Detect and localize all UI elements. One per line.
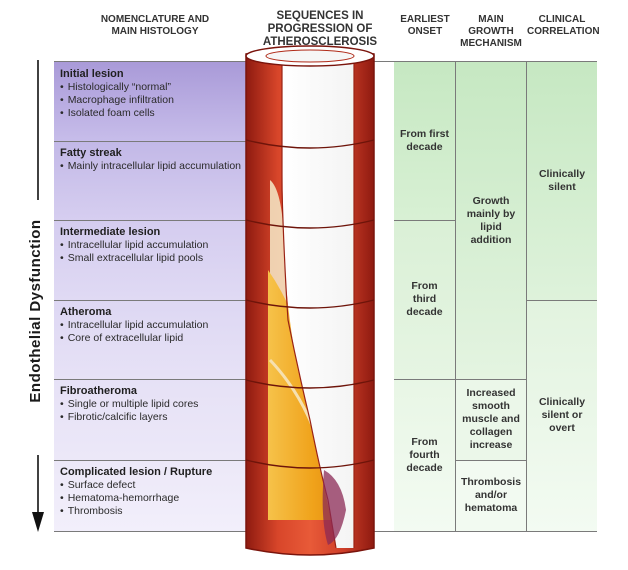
stage-item: Histologically “normal”	[60, 81, 244, 94]
stage-item: Surface defect	[60, 479, 244, 492]
stage-fibroatheroma: Fibroatheroma Single or multiple lipid c…	[54, 379, 250, 460]
onset-first-decade: From first decade	[394, 62, 455, 220]
stage-intermediate-lesion: Intermediate lesion Intracellular lipid …	[54, 220, 250, 300]
onset-fourth-decade: From fourth decade	[394, 379, 455, 531]
header-sequences: SEQUENCES IN PROGRESSION OF ATHEROSCLERO…	[262, 10, 378, 48]
stage-item: Thrombosis	[60, 505, 244, 518]
segment-rings	[245, 139, 375, 469]
thrombus	[322, 470, 346, 545]
onset-text: From fourth decade	[406, 435, 443, 474]
stage-item: Small extracellular lipid pools	[60, 252, 244, 265]
stage-title: Atheroma	[60, 306, 112, 318]
growth-text: Increased smooth muscle and collagen inc…	[462, 387, 520, 451]
stage-item: Single or multiple lipid cores	[60, 398, 244, 411]
growth-text: Growth mainly by lipid addition	[466, 194, 516, 246]
stage-item: Intracellular lipid accumulation	[60, 319, 244, 332]
grid-line	[456, 460, 526, 461]
grid-line	[54, 379, 250, 380]
stage-item: Core of extracellular lipid	[60, 332, 244, 345]
grid-line	[54, 220, 250, 221]
growth-lipid-addition: Growth mainly by lipid addition	[456, 62, 526, 379]
grid-line	[394, 220, 455, 221]
onset-text: From first decade	[400, 128, 450, 153]
clinical-silent: Clinically silent	[527, 62, 597, 300]
onset-third-decade: From third decade	[394, 220, 455, 379]
grid-line	[54, 460, 250, 461]
clinical-silent-or-overt: Clinically silent or overt	[527, 300, 597, 531]
artery-illustration	[245, 45, 375, 556]
stage-item: Mainly intracellular lipid accumulation	[60, 160, 244, 173]
vessel-lumen	[282, 58, 354, 548]
down-arrow-icon	[32, 60, 44, 532]
stage-title: Fatty streak	[60, 147, 122, 159]
stage-item: Hematoma-hemorrhage	[60, 492, 244, 505]
stage-title: Intermediate lesion	[60, 226, 161, 238]
stage-atheroma: Atheroma Intracellular lipid accumulatio…	[54, 300, 250, 379]
grid-line	[527, 300, 597, 301]
onset-text: From third decade	[406, 280, 443, 318]
header-clinical: CLINICAL CORRELATION	[527, 14, 600, 37]
stage-title: Complicated lesion / Rupture	[60, 466, 213, 478]
grid-line	[54, 300, 250, 301]
clinical-text: Clinically silent or overt	[538, 396, 586, 434]
stage-item: Fibrotic/calcific layers	[60, 411, 244, 424]
grid-line	[394, 379, 526, 380]
stage-initial-lesion: Initial lesion Histologically “normal” M…	[54, 62, 250, 141]
growth-thrombosis: Thrombosis and/or hematoma	[456, 460, 526, 531]
grid-line	[455, 61, 456, 532]
stage-title: Initial lesion	[60, 68, 124, 80]
stage-item: Intracellular lipid accumulation	[60, 239, 244, 252]
stage-title: Fibroatheroma	[60, 385, 138, 397]
stage-fatty-streak: Fatty streak Mainly intracellular lipid …	[54, 141, 250, 220]
header-growth: MAIN GROWTH MECHANISM	[460, 14, 522, 49]
stage-item: Isolated foam cells	[60, 107, 244, 120]
stage-item: Macrophage infiltration	[60, 94, 244, 107]
stage-complicated-lesion: Complicated lesion / Rupture Surface def…	[54, 460, 250, 531]
header-nomenclature: NOMENCLATURE AND MAIN HISTOLOGY	[100, 14, 210, 37]
grid-line	[526, 61, 527, 532]
grid-line	[54, 141, 250, 142]
growth-text: Thrombosis and/or hematoma	[460, 476, 522, 514]
clinical-text: Clinically silent	[538, 168, 586, 193]
header-onset: EARLIEST ONSET	[400, 14, 450, 37]
growth-smooth-muscle: Increased smooth muscle and collagen inc…	[456, 379, 526, 460]
